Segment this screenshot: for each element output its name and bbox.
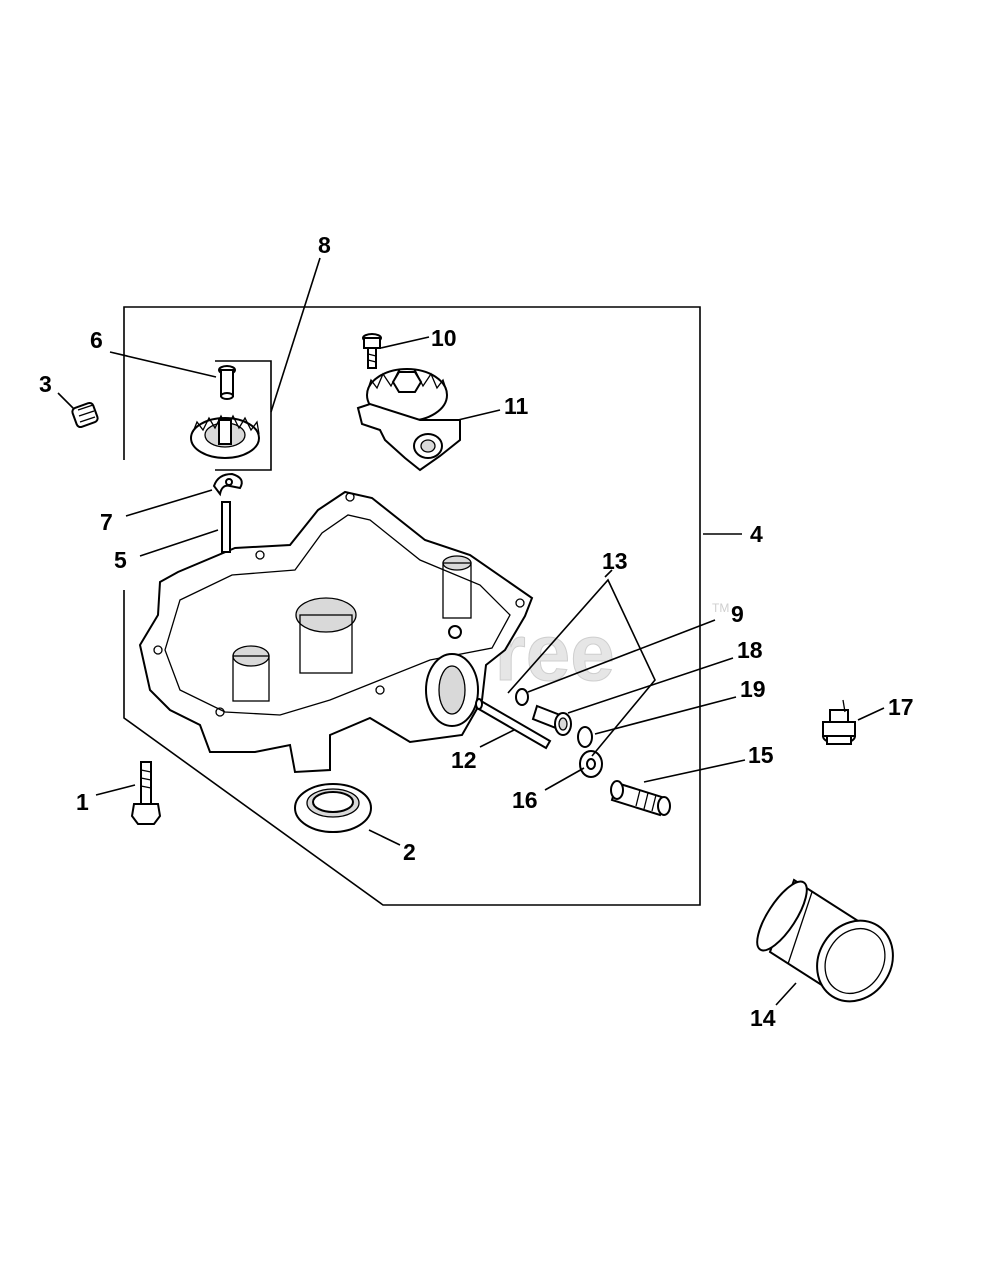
o-ring-part-19 xyxy=(577,726,593,748)
callout-17: 17 xyxy=(888,694,914,720)
governor-gear-part xyxy=(190,414,260,459)
oil-pan-part xyxy=(138,490,534,774)
screw-part-10 xyxy=(362,333,382,369)
retainer-clip-part xyxy=(212,472,243,497)
oil-seal-part xyxy=(294,783,372,833)
oil-sensor-part xyxy=(822,699,856,745)
callout-15: 15 xyxy=(748,742,774,768)
fitting-part xyxy=(610,780,671,817)
shaft-part xyxy=(221,501,231,553)
plug-part xyxy=(71,401,99,429)
callout-12: 12 xyxy=(451,747,477,773)
leader-lines xyxy=(57,257,885,1006)
callout-13: 13 xyxy=(602,548,628,574)
callout-1: 1 xyxy=(76,789,89,815)
tube-part xyxy=(475,698,552,750)
washer-part xyxy=(579,750,603,778)
callout-11: 11 xyxy=(504,393,529,419)
callout-16: 16 xyxy=(512,787,538,813)
callout-9: 9 xyxy=(731,601,744,627)
watermark-tm: TM xyxy=(712,601,729,615)
assembly-boundary xyxy=(123,306,701,906)
o-ring-part-9 xyxy=(515,688,529,706)
oil-pump-part xyxy=(356,368,461,472)
pin-part xyxy=(218,365,236,400)
callout-18: 18 xyxy=(737,637,763,663)
callout-19: 19 xyxy=(740,676,766,702)
callout-8: 8 xyxy=(318,232,331,258)
callout-2: 2 xyxy=(403,839,416,865)
callout-3: 3 xyxy=(39,371,52,397)
callout-5: 5 xyxy=(114,547,127,573)
subassembly-box-8 xyxy=(215,360,272,471)
oil-filter-part xyxy=(756,878,894,1003)
callout-7: 7 xyxy=(100,509,113,535)
callout-6: 6 xyxy=(90,327,103,353)
callout-10: 10 xyxy=(431,325,457,351)
valve-part xyxy=(531,704,572,736)
callout-14: 14 xyxy=(750,1005,776,1031)
bolt-part-1 xyxy=(130,761,162,825)
callout-4: 4 xyxy=(750,521,763,547)
